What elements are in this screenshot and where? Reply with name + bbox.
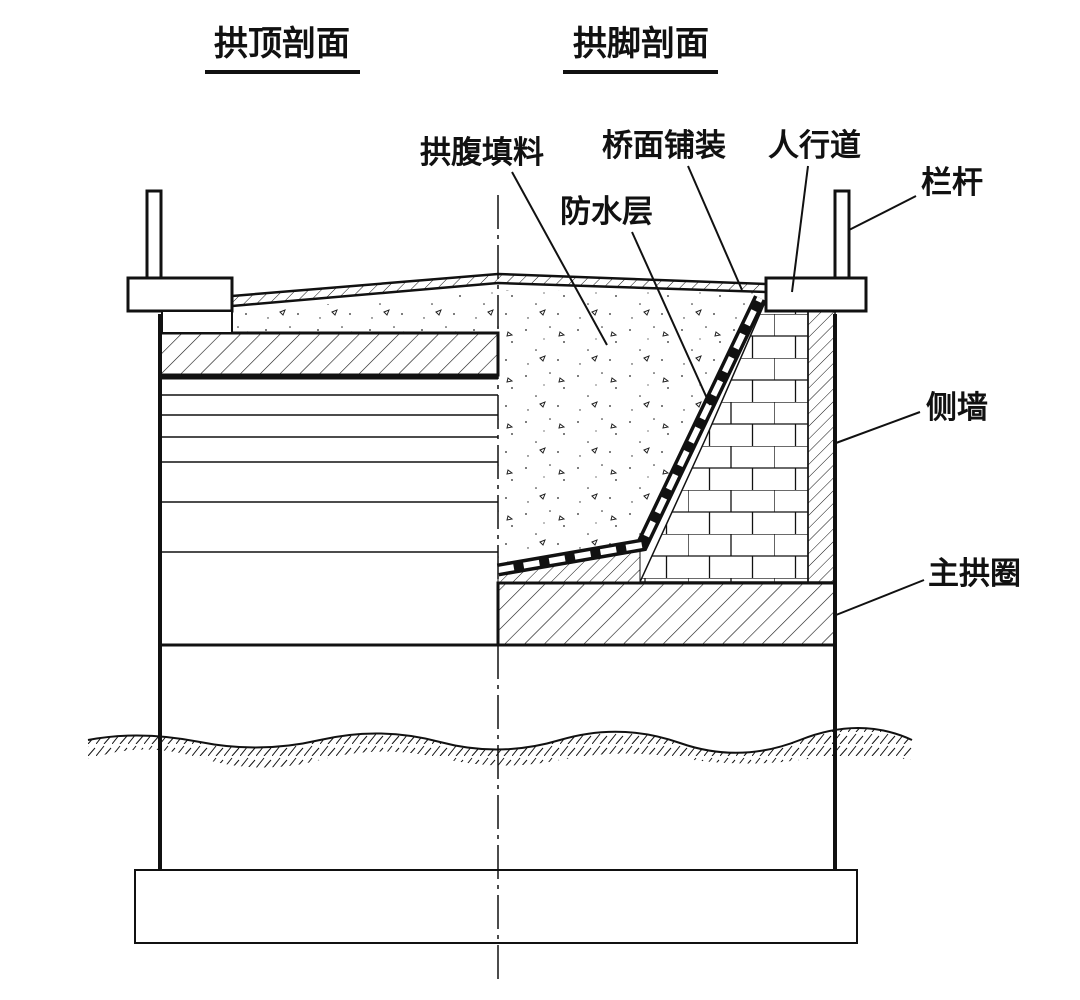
deck-pavement-label: 桥面铺装 — [602, 128, 726, 164]
crown-masonry-courses — [160, 376, 498, 553]
crown-section-title: 拱顶剖面 — [214, 24, 350, 64]
left-curb-base — [161, 310, 233, 334]
springing-arch-ring — [496, 581, 837, 647]
spandrel-fill-label: 拱腹填料 — [420, 135, 544, 171]
waterproof-label: 防水层 — [560, 194, 653, 230]
railing-leader — [848, 195, 917, 231]
spandrel-fill-leader — [511, 171, 608, 346]
railing-label: 栏杆 — [921, 165, 983, 201]
springing-section-title: 拱脚剖面 — [573, 24, 709, 64]
crown-fill — [232, 290, 498, 332]
ground-soil — [88, 728, 912, 768]
sidewalk-leader — [791, 165, 809, 293]
foundation-block — [134, 869, 858, 944]
main-arch-ring-leader — [835, 579, 925, 616]
waterproof-leader — [631, 231, 711, 406]
side-wall-face — [807, 299, 836, 583]
left-sidewalk-curb — [126, 276, 234, 313]
right-railing — [833, 189, 851, 280]
spandrel-fill-area — [498, 290, 762, 565]
sidewalk-label: 人行道 — [768, 128, 861, 164]
main-arch-ring-label: 主拱圈 — [928, 556, 1021, 592]
waterproof-layer — [496, 295, 766, 577]
crown-arch-ring — [158, 331, 500, 377]
right-sidewalk-curb — [764, 276, 868, 313]
side-wall-label: 侧墙 — [926, 390, 988, 426]
deck-pavement-leader — [687, 165, 743, 291]
side-wall-leader — [835, 411, 921, 444]
ground-line — [87, 727, 913, 754]
left-railing — [145, 189, 163, 280]
